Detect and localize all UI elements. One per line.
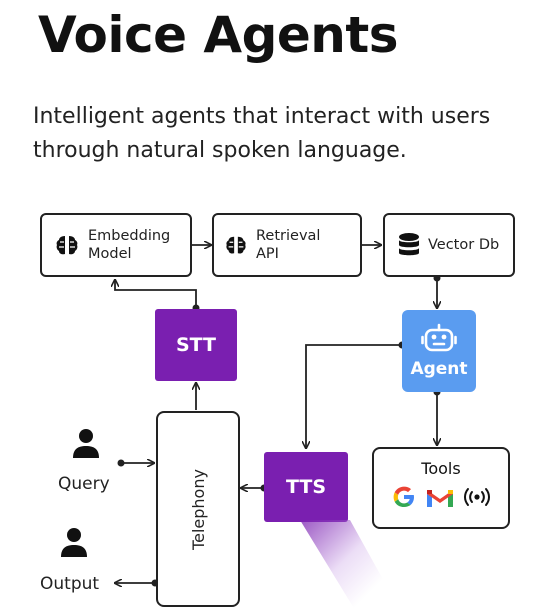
arrow-stt-to-embedding [115,280,197,308]
telephony-label: Telephony [188,468,208,550]
arrow-agent-to-tts [306,344,402,448]
brain-icon [54,232,80,258]
tools-label: Tools [421,459,461,478]
retrieval-label-line1: Retrieval [256,228,321,244]
query-label: Query [58,474,110,494]
page-title: Voice Agents [38,6,399,64]
vector-db-label: Vector Db [428,237,500,253]
agent-label: Agent [410,359,468,379]
vector-db-box: Vector Db [383,213,515,277]
retrieval-label-line2: API [256,246,279,262]
agent-box: Agent [402,310,476,392]
retrieval-api-box: Retrieval API [212,213,362,277]
output-label: Output [40,574,100,594]
embedding-label-line2: Model [88,246,132,262]
output-person-icon [60,527,88,559]
query-person-icon [72,428,100,460]
broadcast-icon [463,487,491,507]
tts-box: TTS [264,452,348,522]
database-icon [397,232,421,258]
brain-icon [224,233,248,257]
stt-box: STT [155,309,237,381]
google-icon [391,484,417,510]
embedding-label-line1: Embedding [88,228,171,244]
telephony-box: Telephony [156,411,240,607]
tools-box: Tools [372,447,510,529]
page-subtitle: Intelligent agents that interact with us… [33,104,491,163]
robot-icon [421,323,457,353]
embedding-model-box: Embedding Model [40,213,192,277]
gmail-icon [425,485,455,509]
